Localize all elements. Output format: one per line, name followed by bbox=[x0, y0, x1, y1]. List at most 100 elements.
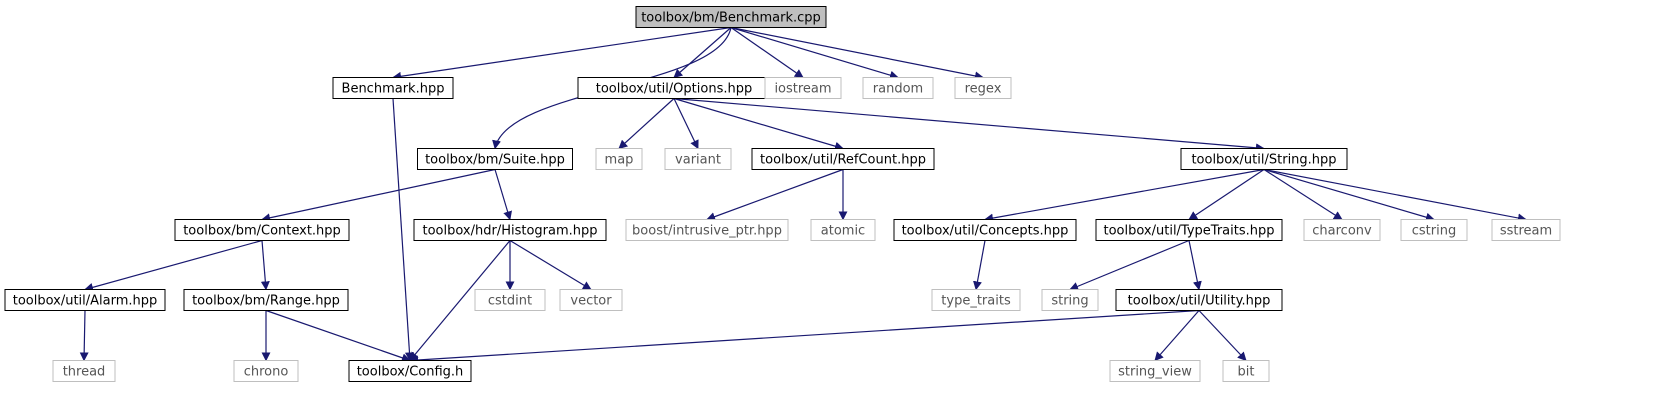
node-options[interactable]: toolbox/util/Options.hpp bbox=[577, 77, 771, 99]
node-label: chrono bbox=[244, 365, 289, 380]
node-string_hpp[interactable]: toolbox/util/String.hpp bbox=[1180, 148, 1348, 170]
node-label: toolbox/util/RefCount.hpp bbox=[760, 153, 926, 168]
edge-refcount-to-intrusive bbox=[706, 168, 844, 221]
node-label: boost/intrusive_ptr.hpp bbox=[632, 224, 782, 239]
node-label: toolbox/util/Options.hpp bbox=[596, 82, 752, 97]
node-label: type_traits bbox=[941, 294, 1011, 309]
node-string_view: string_view bbox=[1109, 360, 1201, 382]
node-box bbox=[862, 77, 934, 99]
node-label: thread bbox=[63, 365, 106, 380]
node-box bbox=[954, 77, 1012, 99]
node-bit: bit bbox=[1222, 360, 1270, 382]
node-box bbox=[1180, 148, 1348, 170]
node-variant: variant bbox=[664, 148, 732, 170]
edge-bench_cpp-to-iostream bbox=[730, 27, 804, 79]
node-bench_hpp[interactable]: Benchmark.hpp bbox=[332, 77, 454, 99]
edge-bench_cpp-to-random bbox=[730, 26, 899, 80]
node-label: variant bbox=[675, 153, 721, 168]
node-label: sstream bbox=[1500, 224, 1552, 239]
edge-suite-to-context bbox=[261, 168, 496, 223]
edge-histogram-to-config bbox=[409, 240, 511, 362]
node-box bbox=[1115, 289, 1283, 311]
edge-typetraits-to-utility bbox=[1188, 240, 1202, 291]
edge-string_hpp-to-sstream bbox=[1263, 168, 1527, 223]
node-label: toolbox/bm/Range.hpp bbox=[192, 294, 340, 309]
node-box bbox=[1303, 219, 1381, 241]
node-range[interactable]: toolbox/bm/Range.hpp bbox=[183, 289, 349, 311]
node-label: toolbox/bm/Benchmark.cpp bbox=[641, 11, 821, 26]
edge-bench_cpp-to-regex bbox=[730, 26, 984, 81]
edge-string_hpp-to-cstring bbox=[1263, 168, 1435, 222]
node-atomic: atomic bbox=[810, 219, 876, 241]
node-context[interactable]: toolbox/bm/Context.hpp bbox=[174, 219, 350, 241]
node-bench_cpp[interactable]: toolbox/bm/Benchmark.cpp bbox=[635, 6, 827, 28]
node-utility[interactable]: toolbox/util/Utility.hpp bbox=[1115, 289, 1283, 311]
node-box bbox=[559, 289, 623, 311]
node-cstdint: cstdint bbox=[474, 289, 546, 311]
node-suite[interactable]: toolbox/bm/Suite.hpp bbox=[417, 148, 573, 170]
edge-alarm-to-thread bbox=[79, 310, 89, 362]
node-box bbox=[1491, 219, 1561, 241]
edge-utility-to-config bbox=[409, 309, 1200, 365]
node-label: cstdint bbox=[488, 294, 532, 309]
node-box bbox=[348, 360, 472, 382]
node-box bbox=[474, 289, 546, 311]
node-box bbox=[233, 360, 299, 382]
node-cstring: cstring bbox=[1400, 219, 1468, 241]
edge-string_hpp-to-typetraits bbox=[1188, 169, 1265, 220]
node-box bbox=[893, 219, 1077, 241]
node-vector: vector bbox=[559, 289, 623, 311]
node-box bbox=[664, 148, 732, 170]
edge-bench_cpp-to-bench_hpp bbox=[392, 26, 732, 81]
node-typetraits[interactable]: toolbox/util/TypeTraits.hpp bbox=[1095, 219, 1283, 241]
edge-options-to-refcount bbox=[673, 97, 844, 151]
edge-utility-to-string_view bbox=[1154, 310, 1200, 362]
node-histogram[interactable]: toolbox/hdr/Histogram.hpp bbox=[413, 219, 607, 241]
node-charconv: charconv bbox=[1303, 219, 1381, 241]
edges-layer bbox=[79, 26, 1527, 365]
node-type_traits: type_traits bbox=[931, 289, 1021, 311]
node-label: toolbox/util/Utility.hpp bbox=[1128, 294, 1271, 309]
node-refcount[interactable]: toolbox/util/RefCount.hpp bbox=[751, 148, 935, 170]
node-box bbox=[52, 360, 116, 382]
node-label: toolbox/util/Concepts.hpp bbox=[902, 224, 1069, 239]
edge-context-to-range bbox=[260, 240, 270, 291]
node-box bbox=[1222, 360, 1270, 382]
edge-options-to-map bbox=[618, 98, 675, 150]
node-config[interactable]: toolbox/Config.h bbox=[348, 360, 472, 382]
node-box bbox=[417, 148, 573, 170]
node-string: string bbox=[1041, 289, 1099, 311]
node-label: random bbox=[873, 82, 923, 97]
node-label: map bbox=[605, 153, 634, 168]
node-box bbox=[1400, 219, 1468, 241]
node-concepts[interactable]: toolbox/util/Concepts.hpp bbox=[893, 219, 1077, 241]
node-box bbox=[4, 289, 166, 311]
node-label: toolbox/bm/Suite.hpp bbox=[425, 153, 565, 168]
node-box bbox=[174, 219, 350, 241]
node-intrusive: boost/intrusive_ptr.hpp bbox=[625, 219, 789, 241]
node-label: vector bbox=[570, 294, 612, 309]
node-label: string_view bbox=[1118, 365, 1192, 380]
node-label: string bbox=[1051, 294, 1088, 309]
node-box bbox=[1041, 289, 1099, 311]
edge-string_hpp-to-charconv bbox=[1263, 168, 1343, 221]
node-chrono: chrono bbox=[233, 360, 299, 382]
edge-concepts-to-type_traits bbox=[973, 240, 986, 291]
node-box bbox=[183, 289, 349, 311]
node-label: charconv bbox=[1312, 224, 1372, 239]
node-alarm[interactable]: toolbox/util/Alarm.hpp bbox=[4, 289, 166, 311]
node-label: regex bbox=[965, 82, 1002, 97]
edge-options-to-string_hpp bbox=[673, 97, 1265, 153]
node-box bbox=[625, 219, 789, 241]
node-random: random bbox=[862, 77, 934, 99]
node-box bbox=[332, 77, 454, 99]
node-label: atomic bbox=[821, 224, 865, 239]
node-label: toolbox/util/String.hpp bbox=[1191, 153, 1336, 168]
node-label: toolbox/util/TypeTraits.hpp bbox=[1104, 224, 1275, 239]
node-label: iostream bbox=[774, 82, 831, 97]
node-box bbox=[810, 219, 876, 241]
node-label: toolbox/Config.h bbox=[357, 365, 464, 380]
node-label: Benchmark.hpp bbox=[342, 82, 445, 97]
